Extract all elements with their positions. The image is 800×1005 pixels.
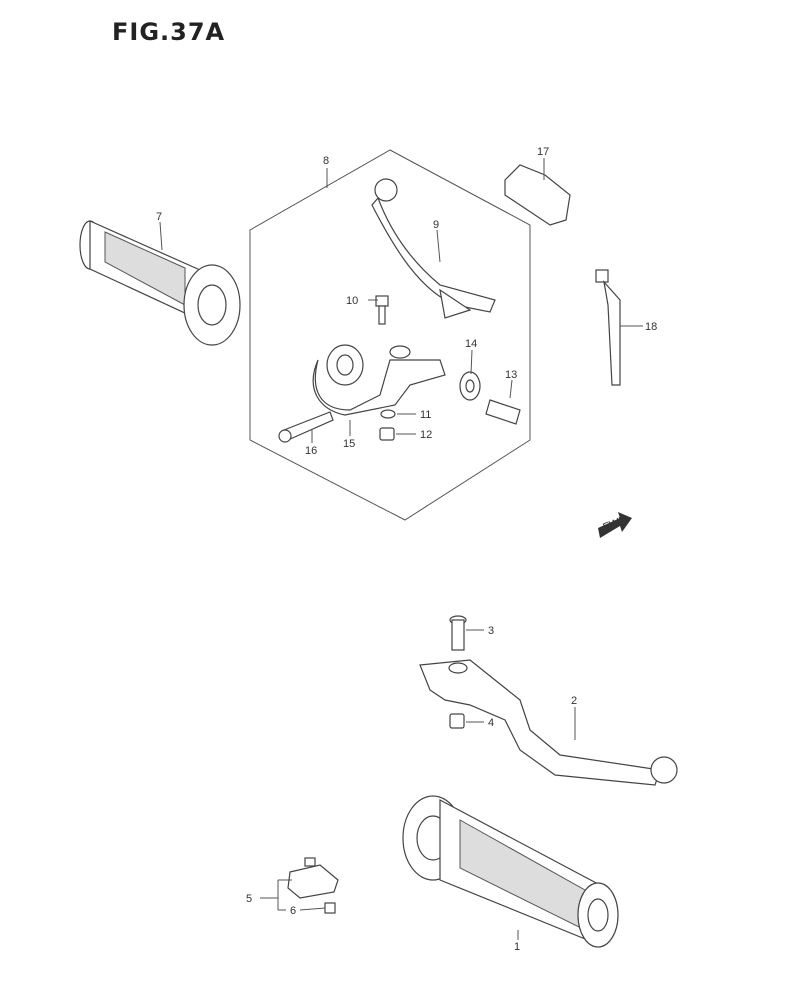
leader-lines <box>159 158 643 940</box>
callout-16: 16 <box>305 445 317 457</box>
callout-8: 8 <box>323 155 329 167</box>
lever-cover-part <box>504 164 571 226</box>
callout-5: 5 <box>246 893 252 905</box>
callout-11: 11 <box>420 409 431 421</box>
fwd-label: FWD <box>601 513 629 534</box>
callout-7: 7 <box>156 211 162 223</box>
clutch-lever-part <box>371 178 496 319</box>
washer-11-part <box>380 409 396 419</box>
right-grip-part <box>402 795 619 948</box>
callout-4: 4 <box>488 717 494 729</box>
screw-6-part <box>324 902 336 914</box>
callout-9: 9 <box>433 219 439 231</box>
callout-15: 15 <box>343 438 355 450</box>
callout-13: 13 <box>505 369 517 381</box>
callout-14: 14 <box>465 338 477 350</box>
callout-3: 3 <box>488 625 494 637</box>
callout-12: 12 <box>420 429 432 441</box>
adjuster-ring-14-part <box>459 371 481 401</box>
nut-12-part <box>379 427 395 441</box>
bolt-10-part <box>375 295 389 325</box>
assembly-8-outline <box>249 149 531 521</box>
callout-10: 10 <box>346 295 358 307</box>
left-grip-part <box>79 220 241 346</box>
cable-tie-part <box>595 269 621 386</box>
fwd-arrow-icon: FWD <box>598 512 632 538</box>
callout-2: 2 <box>571 695 577 707</box>
callout-1: 1 <box>514 941 520 953</box>
adjuster-bolt-13-part <box>485 399 521 425</box>
pivot-bolt-3-part <box>449 615 467 651</box>
callout-18: 18 <box>645 321 657 333</box>
switch-5-part <box>287 857 339 899</box>
callout-6: 6 <box>290 905 296 917</box>
brake-lever-part <box>419 659 678 786</box>
figure-title: FIG.37A <box>112 18 226 46</box>
screw-16-part <box>278 411 334 443</box>
lever-holder-part <box>312 344 446 416</box>
nut-4-part <box>449 713 465 729</box>
callout-17: 17 <box>537 146 549 158</box>
